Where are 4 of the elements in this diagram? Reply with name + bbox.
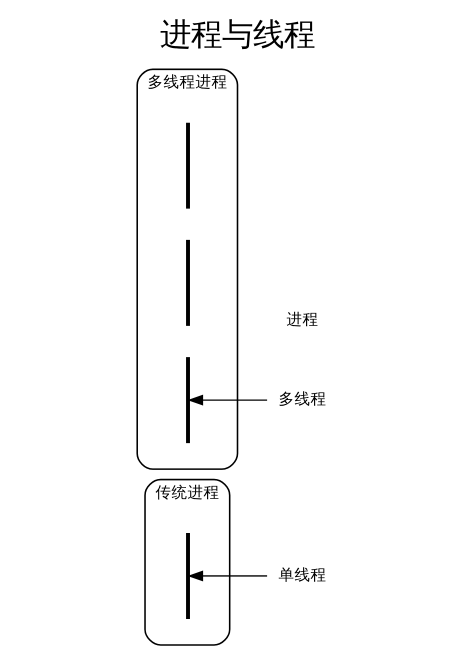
diagram-title: 进程与线程 [160, 16, 314, 53]
node-text: 单线程 [278, 566, 326, 584]
node-text: 多线程 [278, 390, 326, 408]
label: 进程 [286, 310, 318, 329]
